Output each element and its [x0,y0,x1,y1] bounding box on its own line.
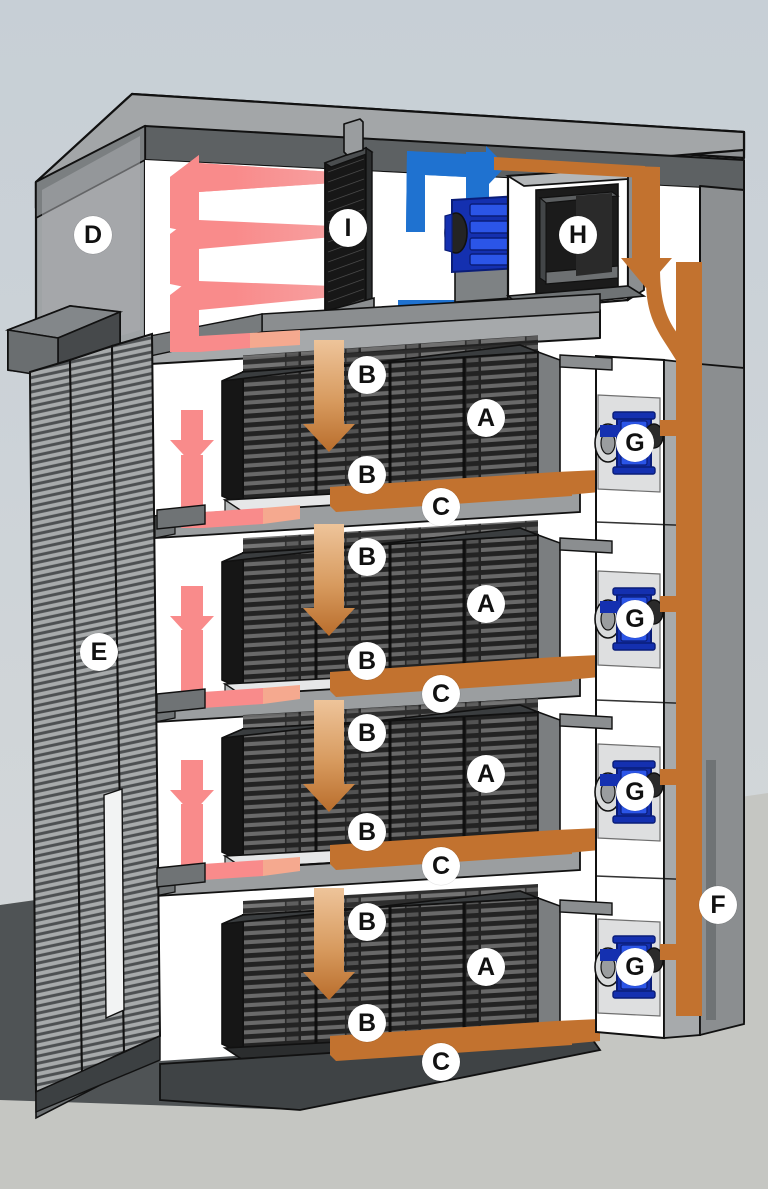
hot-air-arrow-plantroom-3 [170,273,333,340]
label-b-supply-air-floor2: B [348,538,386,576]
warm-water-pump-connector-2 [660,584,700,624]
label-a-server-rack-floor1: A [467,399,505,437]
label-g-pump-floor3: G [616,773,654,811]
hot-air-arrow-floor3 [170,760,300,880]
hot-air-arrow-plantroom-2 [170,212,333,290]
warm-water-arrow-down-floor4 [303,888,355,1000]
label-c-underfloor-plenum-floor1: C [422,488,460,526]
label-a-server-rack-floor3: A [467,755,505,793]
riser-shaft-f [595,262,745,1040]
warm-water-pump-connector-4 [660,932,700,972]
label-g-pump-floor4: G [616,948,654,986]
label-b-return-air-floor1: B [348,456,386,494]
label-b-supply-air-floor3: B [348,714,386,752]
label-g-pump-floor1: G [616,424,654,462]
label-g-pump-floor2: G [616,600,654,638]
hot-air-arrow-plantroom-1 [170,155,333,234]
structural-beams [559,354,613,916]
label-d-building-envelope: D [74,216,112,254]
warm-water-arrow-out-floor4 [330,1019,600,1061]
label-f-riser-shaft: F [699,886,737,924]
warm-water-pump-connector-3 [660,757,700,797]
hot-air-riser-plantroom-to-hall [170,300,300,352]
label-i-cooling-coil: I [329,209,367,247]
label-b-return-air-floor2: B [348,642,386,680]
floor-edge-stubs [156,504,206,888]
label-b-return-air-floor3: B [348,813,386,851]
label-c-underfloor-plenum-floor4: C [422,1043,460,1081]
label-h-air-handling-unit: H [559,216,597,254]
label-c-underfloor-plenum-floor3: C [422,847,460,885]
label-b-supply-air-floor1: B [348,356,386,394]
warm-water-arrow-down-floor1 [303,340,355,452]
warm-water-arrow-down-floor3 [303,700,355,812]
label-e-louvred-facade: E [80,633,118,671]
warm-water-arrow-roof-right [494,157,672,288]
louvred-facade-e [4,305,162,1114]
label-a-server-rack-floor2: A [467,585,505,623]
label-b-supply-air-floor4: B [348,903,386,941]
warm-water-pump-connector-1 [660,408,700,448]
label-b-return-air-floor4: B [348,1004,386,1042]
label-a-server-rack-floor4: A [467,948,505,986]
label-c-underfloor-plenum-floor2: C [422,675,460,713]
warm-water-arrow-down-floor2 [303,524,355,636]
hot-air-arrow-floor2 [170,586,300,708]
